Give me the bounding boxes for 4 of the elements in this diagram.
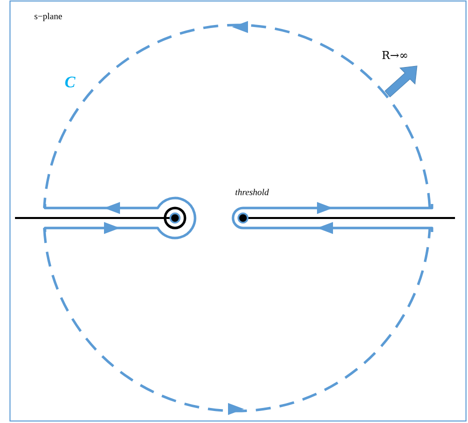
plane-label: s−plane [34,12,62,22]
limit-label: R→∞ [382,51,408,59]
contour-label: C [65,76,76,88]
threshold-label: threshold [236,188,269,196]
